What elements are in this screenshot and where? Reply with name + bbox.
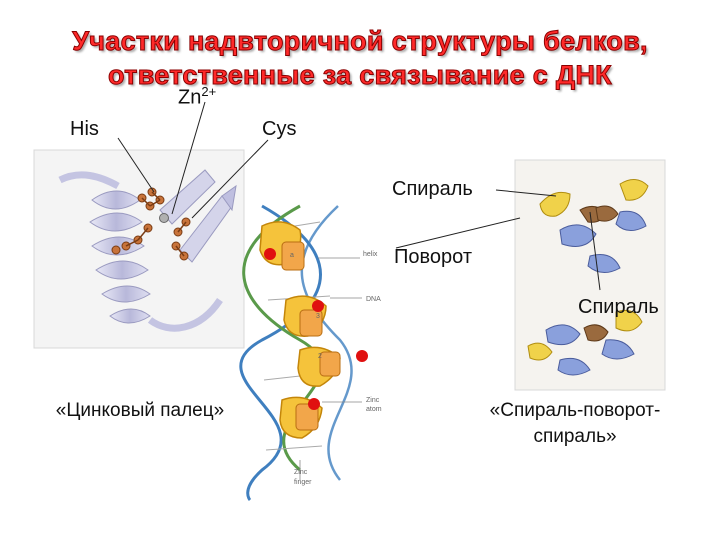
figure-label-zinc-finger-1: Zinc <box>294 469 308 476</box>
label-zinc-ion-symbol: Zn <box>178 86 202 109</box>
figure-label-zinc-atom-2: atom <box>366 406 382 413</box>
label-zinc-ion-charge: 2+ <box>201 84 217 99</box>
slide-title-line-2: ответственные за связывание с ДНК <box>108 60 613 91</box>
label-his: His <box>70 118 99 140</box>
caption-hth-line-2: спираль» <box>533 426 617 447</box>
label-zinc-ion: Zn2+ <box>178 84 216 110</box>
caption-hth-line-1: «Спираль-поворот- <box>489 400 661 421</box>
helix-turn-helix-structure-image <box>514 159 666 391</box>
figure-label-helix: helix <box>363 251 378 258</box>
label-helix-2: Спираль <box>578 296 659 318</box>
figure-label-zinc-atom-1: Zinc <box>366 397 380 404</box>
figure-label-dna: DNA <box>366 296 381 303</box>
figure-label-3: 3 <box>316 313 320 320</box>
figure-label-2: 2 <box>318 353 322 360</box>
figure-label-a: a <box>290 252 294 259</box>
label-helix-1: Спираль <box>392 178 473 200</box>
caption-zinc-finger: «Цинковый палец» <box>55 400 225 421</box>
label-turn: Поворот <box>394 246 472 268</box>
caption-helix-turn-helix: «Спираль-поворот- спираль» <box>450 398 700 450</box>
pointer-lines <box>117 101 601 291</box>
label-cys: Cys <box>262 118 297 140</box>
dna-binding-figure: a helix DNA 3 2 Zinc atom Zinc finger <box>239 204 382 502</box>
figure-label-zinc-finger-2: finger <box>294 479 312 486</box>
slide-title-line-1: Участки надвторичной структуры белков, <box>72 26 648 57</box>
zinc-finger-structure-image <box>33 149 245 349</box>
